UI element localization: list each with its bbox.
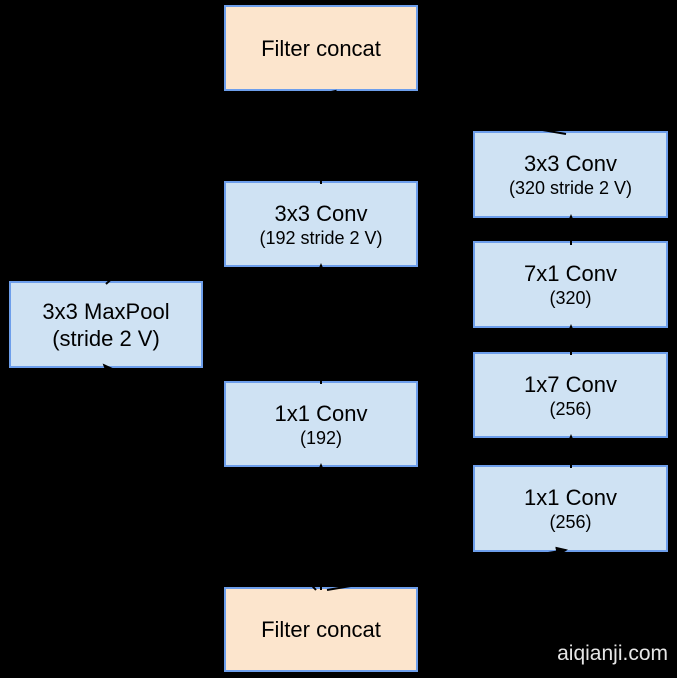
node-sublabel: (192) — [299, 427, 343, 448]
node-conv-3x3-320: 3x3 Conv (320 stride 2 V) — [473, 131, 668, 218]
node-conv-1x1-192: 1x1 Conv (192) — [224, 381, 418, 467]
node-sublabel: (320 stride 2 V) — [508, 178, 633, 198]
node-conv-7x1-320: 7x1 Conv (320) — [473, 241, 668, 328]
node-sublabel: (320) — [549, 288, 592, 308]
node-label: Filter concat — [261, 35, 381, 61]
node-label: 3x3 Conv — [274, 200, 368, 226]
watermark-text: aiqianji.com — [557, 642, 668, 665]
node-label: 3x3 MaxPool — [42, 298, 170, 324]
node-filter-concat-bottom: Filter concat — [224, 587, 418, 672]
edge-conv-3x3-192-to-top-concat — [315, 91, 326, 185]
node-filter-concat-top: Filter concat — [224, 5, 418, 91]
edge-bottom-concat-to-conv-1x1-256 — [326, 546, 568, 591]
node-conv-1x1-256: 1x1 Conv (256) — [473, 465, 668, 552]
node-sublabel: (192 stride 2 V) — [259, 227, 383, 248]
node-conv-1x7-256: 1x7 Conv (256) — [473, 352, 668, 438]
node-maxpool-3x3: 3x3 MaxPool (stride 2 V) — [9, 281, 203, 368]
node-sublabel: (256) — [549, 512, 592, 532]
node-label: Filter concat — [261, 617, 381, 642]
node-label: 3x3 Conv — [524, 151, 617, 176]
node-label: 1x7 Conv — [524, 371, 617, 397]
edge-conv-3x3-320-to-top-concat — [324, 89, 567, 135]
node-label: 1x1 Conv — [274, 400, 368, 426]
node-sublabel: (256) — [549, 398, 592, 419]
node-sublabel: (stride 2 V) — [52, 325, 160, 351]
node-label: 7x1 Conv — [524, 261, 617, 286]
node-label: 1x1 Conv — [524, 485, 617, 510]
node-conv-3x3-192: 3x3 Conv (192 stride 2 V) — [224, 181, 418, 267]
